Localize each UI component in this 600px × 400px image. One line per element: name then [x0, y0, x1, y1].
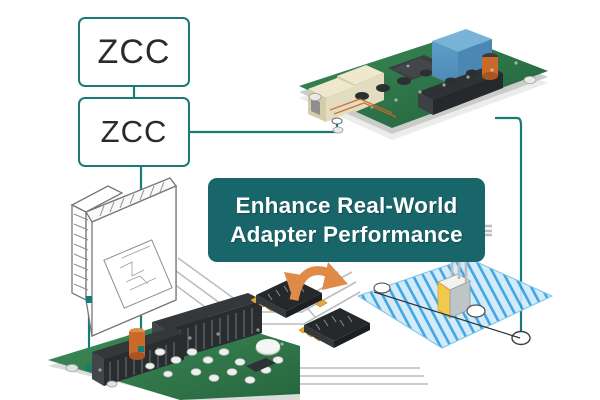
- adapter-board: [299, 29, 548, 140]
- link-zcc-to-adapter-board: [190, 121, 339, 134]
- zcc-label-box-top[interactable]: ZCC: [78, 17, 190, 87]
- headline-line-2: Adapter Performance: [230, 222, 463, 247]
- rj45-jacks: [308, 65, 384, 122]
- link-adapter-to-trace-region: [495, 116, 523, 338]
- board-capacitor: [482, 53, 498, 80]
- headline-line-1: Enhance Real-World: [235, 192, 458, 218]
- chip-package: [70, 177, 178, 337]
- zcc-label-box-bottom[interactable]: ZCC: [78, 97, 190, 167]
- connector-pair: [250, 262, 370, 348]
- connector-module-b: [298, 308, 370, 348]
- yellow-component: [437, 273, 471, 319]
- trace-nodes: [373, 282, 531, 346]
- headline-banner: Enhance Real-World Adapter Performance: [208, 178, 485, 262]
- swap-arrow-icon: [284, 262, 348, 301]
- zcc-label-text-bottom: ZCC: [100, 114, 168, 149]
- lower-board: [48, 293, 300, 400]
- lower-board-capacitor: [129, 328, 145, 360]
- zcc-label-text-top: ZCC: [97, 32, 171, 71]
